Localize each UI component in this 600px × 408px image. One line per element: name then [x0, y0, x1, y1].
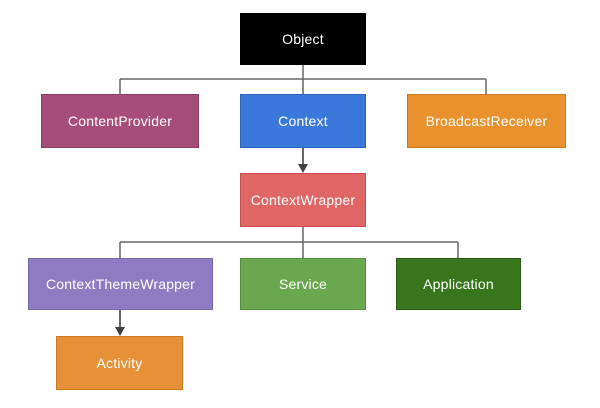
- node-object: Object: [240, 13, 366, 65]
- edge-contextthemewrapper-activity-arrow: [115, 309, 125, 336]
- node-service: Service: [240, 258, 366, 310]
- node-application-label: Application: [423, 276, 494, 292]
- node-activity: Activity: [56, 336, 183, 390]
- node-object-label: Object: [282, 31, 324, 47]
- edge-object-children: [119, 65, 487, 94]
- node-context-label: Context: [278, 113, 328, 129]
- edge-contextwrapper-children: [119, 227, 459, 258]
- node-service-label: Service: [278, 276, 328, 292]
- node-broadcast-receiver: BroadcastReceiver: [407, 94, 566, 148]
- node-context: Context: [240, 94, 366, 148]
- node-context-theme-wrapper: ContextThemeWrapper: [28, 258, 213, 310]
- node-content-provider-label: ContentProvider: [67, 113, 173, 129]
- node-context-wrapper-label: ContextWrapper: [250, 192, 356, 208]
- node-context-theme-wrapper-label: ContextThemeWrapper: [45, 276, 196, 292]
- node-activity-label: Activity: [96, 355, 143, 371]
- node-context-wrapper: ContextWrapper: [240, 173, 366, 227]
- node-content-provider: ContentProvider: [41, 94, 199, 148]
- edge-context-contextwrapper-arrow: [298, 148, 308, 173]
- node-application: Application: [396, 258, 521, 310]
- node-broadcast-receiver-label: BroadcastReceiver: [425, 113, 548, 129]
